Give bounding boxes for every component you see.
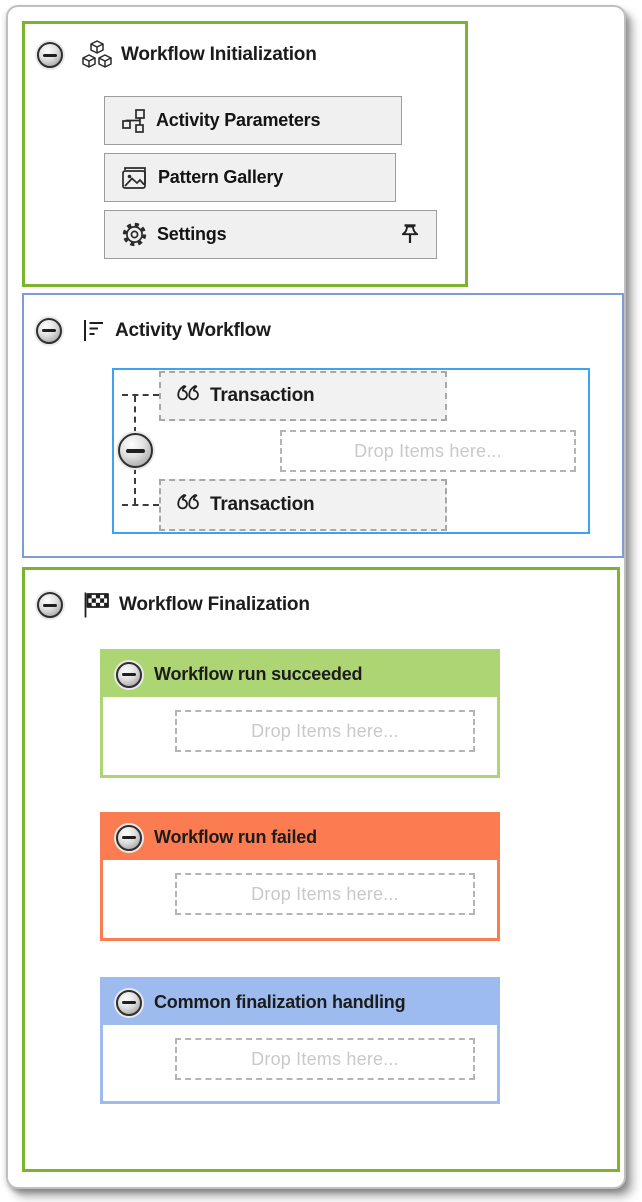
button-label: Settings	[157, 224, 227, 244]
activity-label: Transaction	[210, 385, 315, 406]
connector-line	[134, 468, 136, 504]
activity-label: Transaction	[210, 494, 315, 515]
transaction-activity[interactable]: Transaction	[159, 371, 447, 421]
section-header: Workflow Finalization	[37, 590, 310, 620]
workflow-designer-panel: Workflow Initialization Activity Paramet…	[6, 5, 626, 1189]
button-label: Activity Parameters	[156, 110, 321, 130]
drop-zone[interactable]: Drop Items here...	[175, 1038, 475, 1080]
branch-title: Workflow run failed	[154, 827, 317, 847]
section-title: Workflow Initialization	[121, 44, 317, 65]
section-activity-workflow: Activity Workflow Transaction Drop Items…	[22, 293, 624, 558]
image-gallery-icon	[121, 165, 149, 191]
collapse-button[interactable]	[118, 433, 153, 468]
button-label: Pattern Gallery	[158, 167, 284, 187]
initialization-buttons: Activity Parameters Pattern Gallery	[104, 96, 437, 259]
checkered-flag-icon	[81, 590, 111, 620]
section-header: Workflow Initialization	[37, 40, 317, 70]
pin-icon[interactable]	[398, 222, 422, 248]
collapse-button[interactable]	[116, 989, 142, 1016]
connector-line	[122, 504, 159, 506]
collapse-button[interactable]	[37, 42, 63, 68]
section-header: Activity Workflow	[36, 317, 271, 344]
quotes-icon	[174, 384, 200, 408]
activity-parameters-button[interactable]: Activity Parameters	[104, 96, 402, 145]
section-workflow-finalization: Workflow Finalization Workflow run succe…	[22, 567, 620, 1172]
drop-zone[interactable]: Drop Items here...	[175, 873, 475, 915]
connector-line	[122, 394, 159, 396]
drop-zone[interactable]: Drop Items here...	[175, 710, 475, 752]
settings-button[interactable]: Settings	[104, 210, 437, 259]
branch-header: Common finalization handling	[103, 980, 497, 1025]
quotes-icon	[174, 493, 200, 517]
branch-header: Workflow run succeeded	[103, 652, 497, 697]
transaction-activity[interactable]: Transaction	[159, 479, 447, 531]
gear-icon	[121, 221, 148, 248]
node-graph-icon	[121, 108, 147, 134]
branch-title: Common finalization handling	[154, 992, 406, 1012]
collapse-button[interactable]	[37, 592, 63, 618]
branch-body: Drop Items here...	[103, 697, 497, 775]
branch-common-finalization-handling: Common finalization handling Drop Items …	[100, 977, 500, 1104]
collapse-button[interactable]	[116, 824, 142, 851]
collapse-button[interactable]	[36, 317, 62, 344]
branch-body: Drop Items here...	[103, 860, 497, 938]
modules-cubes-icon	[81, 40, 113, 70]
branch-workflow-run-succeeded: Workflow run succeeded Drop Items here..…	[100, 649, 500, 778]
activity-flow-container: Transaction Drop Items here... Transacti…	[112, 368, 590, 534]
outline-list-icon	[80, 317, 107, 344]
branch-title: Workflow run succeeded	[154, 664, 363, 684]
section-title: Activity Workflow	[115, 319, 271, 341]
branch-body: Drop Items here...	[103, 1025, 497, 1101]
section-workflow-initialization: Workflow Initialization Activity Paramet…	[22, 21, 468, 287]
connector-line	[134, 396, 136, 433]
branch-workflow-run-failed: Workflow run failed Drop Items here...	[100, 812, 500, 941]
drop-zone[interactable]: Drop Items here...	[280, 430, 576, 472]
collapse-button[interactable]	[116, 661, 142, 688]
pattern-gallery-button[interactable]: Pattern Gallery	[104, 153, 396, 202]
branch-header: Workflow run failed	[103, 815, 497, 860]
section-title: Workflow Finalization	[119, 594, 310, 615]
